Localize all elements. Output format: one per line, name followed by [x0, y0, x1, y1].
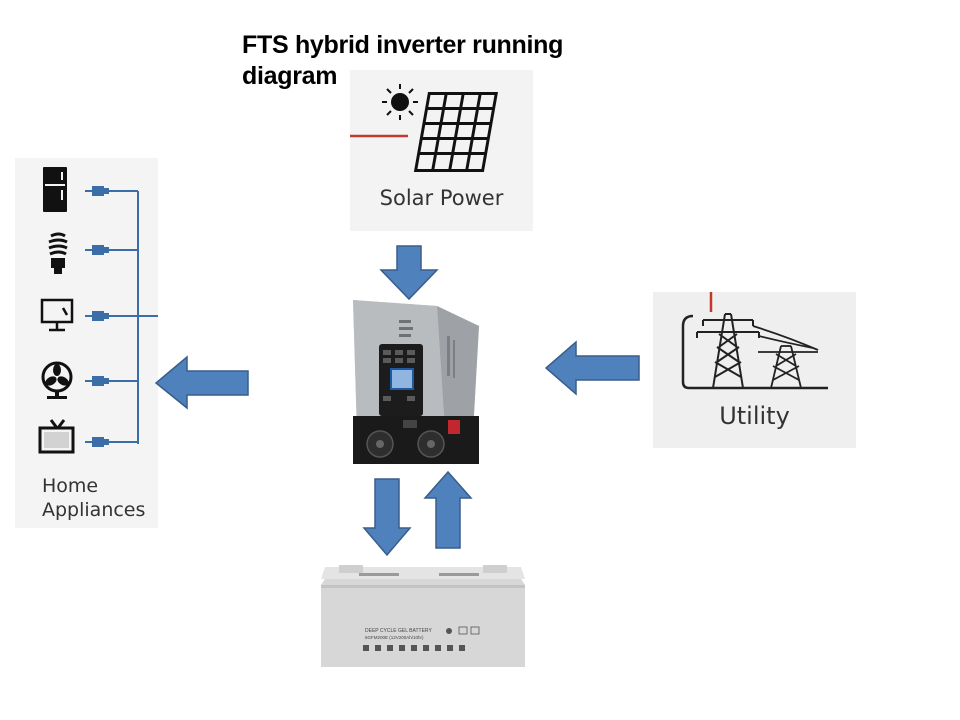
utility-label: Utility [719, 402, 790, 430]
solar-power-label: Solar Power [379, 186, 504, 210]
monitor-icon [40, 298, 74, 332]
home-label-line1: Home [42, 475, 99, 497]
sun-icon [382, 84, 418, 120]
transmission-tower-small [752, 325, 819, 389]
arrow-solar-to-inverter [379, 245, 439, 301]
battery-label-line2: 6GFM200E (12V200Ah/10hr) [365, 635, 424, 640]
photovoltaic-panel [413, 92, 498, 172]
home-appliances-node: Home Appliances [15, 158, 158, 528]
utility-node: Utility [653, 292, 856, 448]
lightbulb-icon [48, 232, 68, 274]
arrow-utility-to-inverter [544, 340, 640, 396]
arrow-battery-to-inverter [423, 470, 473, 549]
solar-power-node: Solar Power [350, 70, 533, 231]
hybrid-inverter [353, 300, 479, 464]
fan-icon [41, 361, 73, 399]
red-terminal [448, 420, 460, 434]
home-label-line2: Appliances [42, 499, 146, 521]
tv-icon [38, 419, 75, 454]
refrigerator-icon [43, 167, 67, 212]
cooling-fan-left [366, 430, 394, 458]
cooling-fan-right [417, 430, 445, 458]
transmission-tower-large [696, 313, 760, 389]
battery-label-line1: DEEP CYCLE GEL BATTERY [365, 628, 432, 634]
solar-panel-icon [350, 84, 498, 172]
page-title: FTS hybrid inverter running diagram [242, 31, 564, 90]
deep-cycle-battery: DEEP CYCLE GEL BATTERY 6GFM200E (12V200A… [321, 565, 525, 667]
power-tower-icon [681, 292, 828, 390]
appliances-wiring [38, 167, 158, 454]
arrow-inverter-to-home [154, 355, 249, 410]
home-appliances-label: Home Appliances [42, 474, 162, 522]
arrow-inverter-to-battery [362, 478, 412, 557]
